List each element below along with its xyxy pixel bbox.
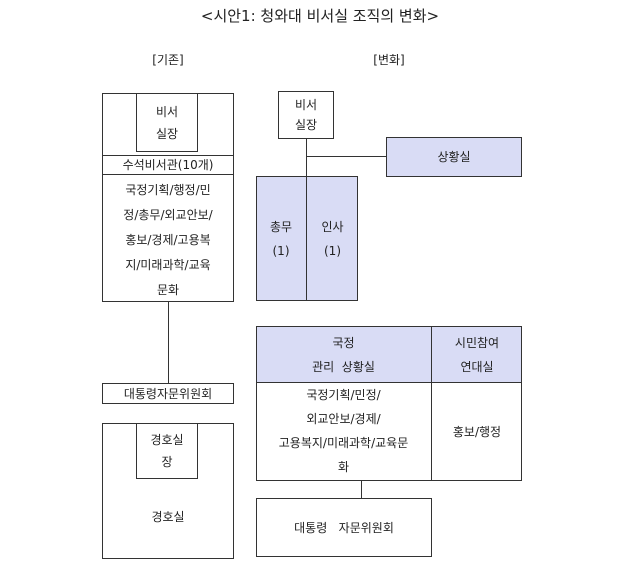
left-security-chief-line2: 장 xyxy=(161,455,173,469)
right-situation-connector xyxy=(306,156,386,157)
right-general-affairs-count: (1) xyxy=(272,244,290,258)
right-state-area-line: 외교안보/경제/ xyxy=(306,412,381,426)
left-header: [기존] xyxy=(152,53,184,67)
left-senior-row-top-line xyxy=(102,155,234,156)
right-chief-connector xyxy=(306,139,307,176)
left-security-label: 경호실 xyxy=(151,510,185,524)
left-senior-row-bottom-line xyxy=(102,174,234,175)
right-state-header-bg xyxy=(257,327,521,382)
right-citizen-line2: 연대실 xyxy=(460,359,494,374)
right-state-areas-list: 국정기획/민정/ 외교안보/경제/ 고용복지/미래과학/교육문 화 xyxy=(256,383,431,479)
right-citizen-header: 시민참여 연대실 xyxy=(432,327,522,382)
left-advisory-box: 대통령자문위원회 xyxy=(102,383,234,404)
right-gp-divider xyxy=(306,176,307,301)
left-area-line: 홍보/경제/고용복 xyxy=(125,233,211,247)
right-state-header-line xyxy=(256,382,522,383)
left-secretary-chief-line1: 비서 xyxy=(155,104,179,119)
right-personnel: 인사 (1) xyxy=(307,212,358,266)
right-state-area-line: 고용복지/미래과학/교육문 xyxy=(278,436,409,450)
right-general-affairs: 총무 (1) xyxy=(256,212,306,266)
left-senior-secretaries: 수석비서관(10개) xyxy=(122,158,214,172)
right-situation-room-box: 상황실 xyxy=(386,137,522,177)
right-pr-admin: 홍보/행정 xyxy=(452,425,502,439)
right-gp-box xyxy=(256,176,358,301)
right-advisory-label: 대통령 자문위원회 xyxy=(294,520,394,535)
left-area-line: 지/미래과학/교육 xyxy=(125,258,211,272)
left-area-line: 정/총무/외교안보/ xyxy=(123,208,213,222)
diagram-title: <시안1: 청와대 비서실 조직의 변화> xyxy=(200,7,440,25)
left-areas-list: 국정기획/행정/민 정/총무/외교안보/ 홍보/경제/고용복 지/미래과학/교육… xyxy=(102,178,234,303)
right-header: [변화] xyxy=(373,53,405,67)
right-personnel-label: 인사 xyxy=(321,220,344,234)
left-area-line: 국정기획/행정/민 xyxy=(125,183,211,197)
left-secretary-chief-line2: 실장 xyxy=(155,126,179,141)
right-state-col-divider xyxy=(431,326,432,481)
left-advisory-label: 대통령자문위원회 xyxy=(123,386,213,401)
right-state-mgmt-line2: 관리 상황실 xyxy=(312,359,375,374)
right-advisory-connector xyxy=(361,481,362,498)
right-state-mgmt-header: 국정 관리 상황실 xyxy=(256,327,431,382)
right-secretary-chief-line2: 실장 xyxy=(294,118,318,132)
right-state-area-line: 국정기획/민정/ xyxy=(306,388,381,402)
right-secretary-chief-line1: 비서 xyxy=(294,98,318,112)
right-general-affairs-label: 총무 xyxy=(269,220,293,234)
left-area-line: 문화 xyxy=(156,283,180,297)
right-state-area-line: 화 xyxy=(337,460,350,474)
left-security-chief-line1: 경호실 xyxy=(150,433,184,447)
right-advisory-box: 대통령 자문위원회 xyxy=(256,498,432,557)
right-state-mgmt-line1: 국정 xyxy=(332,335,355,350)
right-secretary-chief-box: 비서 실장 xyxy=(278,91,334,139)
left-connector xyxy=(168,302,169,383)
right-situation-room-label: 상황실 xyxy=(437,150,471,164)
right-personnel-count: (1) xyxy=(324,244,341,258)
left-secretary-chief-box: 비서 실장 xyxy=(136,93,198,152)
right-citizen-line1: 시민참여 xyxy=(454,335,500,350)
left-security-chief-box: 경호실 장 xyxy=(136,423,198,479)
